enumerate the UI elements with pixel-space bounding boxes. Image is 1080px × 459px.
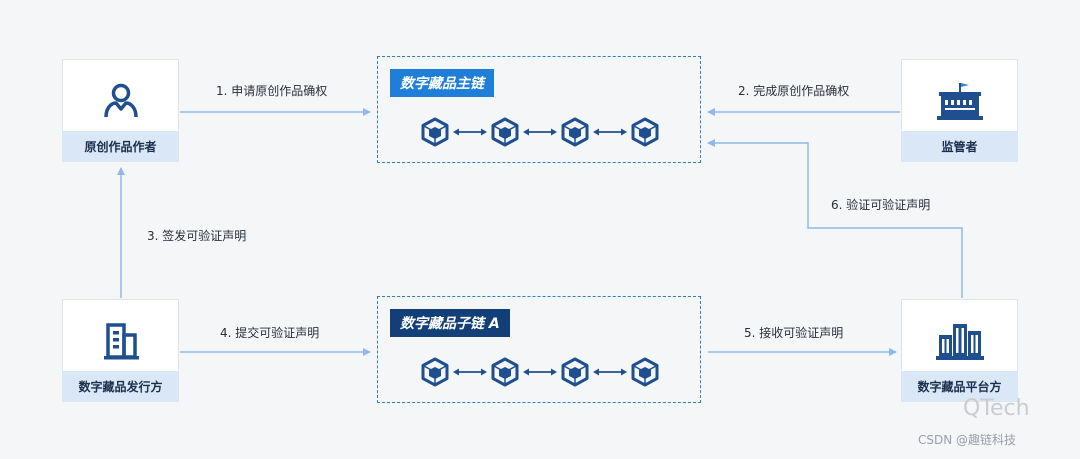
watermark-qtech: QTech bbox=[963, 396, 1030, 421]
node-issuer: 数字藏品发行方 bbox=[62, 299, 179, 402]
node-label: 监管者 bbox=[902, 131, 1017, 161]
office-building-icon bbox=[103, 323, 139, 360]
edge-label-3: 3. 签发可验证声明 bbox=[147, 229, 247, 243]
double-arrow-icon bbox=[453, 128, 487, 136]
node-label: 数字藏品发行方 bbox=[63, 371, 178, 401]
arrow-6 bbox=[707, 139, 963, 298]
block-cube-icon bbox=[561, 117, 589, 147]
city-buildings-icon bbox=[935, 324, 984, 360]
node-original-author: 原创作品作者 bbox=[62, 59, 179, 162]
edge-label-2: 2. 完成原创作品确权 bbox=[738, 84, 850, 98]
main-chain-blocks bbox=[421, 117, 659, 147]
block-cube-icon bbox=[631, 117, 659, 147]
sub-chain-box: 数字藏品子链 A bbox=[377, 296, 701, 403]
node-platform: 数字藏品平台方 bbox=[901, 299, 1018, 402]
edge-label-4: 4. 提交可验证声明 bbox=[220, 326, 320, 340]
sub-chain-title: 数字藏品子链 A bbox=[390, 309, 510, 337]
double-arrow-icon bbox=[523, 368, 557, 376]
block-cube-icon bbox=[491, 357, 519, 387]
node-label: 数字藏品平台方 bbox=[902, 371, 1017, 401]
block-cube-icon bbox=[561, 357, 589, 387]
sub-chain-blocks bbox=[421, 357, 659, 387]
watermark-csdn: CSDN @趣链科技 bbox=[918, 433, 1017, 447]
double-arrow-icon bbox=[453, 368, 487, 376]
double-arrow-icon bbox=[593, 128, 627, 136]
double-arrow-icon bbox=[593, 368, 627, 376]
edge-label-6: 6. 验证可验证声明 bbox=[831, 198, 931, 212]
main-chain-title: 数字藏品主链 bbox=[390, 69, 494, 97]
double-arrow-icon bbox=[523, 128, 557, 136]
government-building-icon bbox=[936, 83, 983, 120]
block-cube-icon bbox=[421, 117, 449, 147]
node-regulator: 监管者 bbox=[901, 59, 1018, 162]
edge-label-1: 1. 申请原创作品确权 bbox=[216, 84, 328, 98]
main-chain-box: 数字藏品主链 bbox=[377, 56, 701, 163]
node-label: 原创作品作者 bbox=[63, 131, 178, 161]
block-cube-icon bbox=[631, 357, 659, 387]
block-cube-icon bbox=[491, 117, 519, 147]
edge-label-5: 5. 接收可验证声明 bbox=[744, 326, 844, 340]
user-icon bbox=[103, 83, 138, 118]
block-cube-icon bbox=[421, 357, 449, 387]
